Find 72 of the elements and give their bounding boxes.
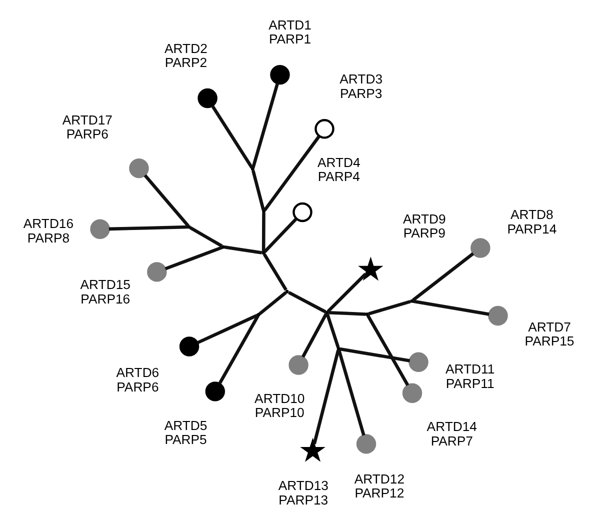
node-point bbox=[186, 224, 190, 228]
node-cross bbox=[358, 256, 383, 280]
connector bbox=[261, 212, 265, 252]
connector bbox=[312, 349, 340, 444]
node-circle bbox=[288, 354, 308, 374]
connector bbox=[218, 314, 259, 384]
node-point bbox=[410, 298, 414, 302]
node-point bbox=[336, 346, 340, 350]
node-label: ARTD5 PARP5 bbox=[164, 417, 207, 447]
node-circle bbox=[178, 336, 199, 356]
connector bbox=[258, 290, 286, 315]
connector bbox=[339, 346, 410, 362]
connector bbox=[224, 245, 262, 254]
connector bbox=[108, 224, 188, 230]
node-label: ARTD12 PARP12 bbox=[354, 470, 404, 500]
node-circle bbox=[204, 381, 224, 401]
node-point bbox=[284, 289, 288, 293]
node-point bbox=[221, 244, 225, 248]
node-label: ARTD16 PARP8 bbox=[22, 216, 74, 245]
connector bbox=[412, 299, 489, 316]
connector bbox=[336, 349, 365, 436]
connector bbox=[143, 174, 189, 227]
node-circle bbox=[270, 64, 290, 84]
node-circle bbox=[408, 352, 428, 372]
connector bbox=[188, 226, 222, 248]
node-cross bbox=[300, 437, 325, 462]
node-point bbox=[324, 310, 328, 314]
connector bbox=[164, 245, 222, 270]
node-label: ARTD14 PARP7 bbox=[426, 418, 476, 448]
node-circle bbox=[128, 158, 148, 178]
connector bbox=[411, 252, 474, 301]
node-label: ARTD15 PARP16 bbox=[80, 276, 130, 306]
connector bbox=[210, 104, 253, 168]
connector bbox=[251, 170, 264, 210]
node-label: ARTD7 PARP15 bbox=[524, 318, 574, 348]
node-label: ARTD3 PARP3 bbox=[339, 71, 382, 100]
node-label: ARTD8 PARP14 bbox=[506, 206, 556, 236]
connector bbox=[262, 217, 297, 253]
node-label: ARTD1 PARP1 bbox=[268, 16, 311, 46]
node-label: ARTD11 PARP11 bbox=[445, 361, 494, 390]
connector bbox=[326, 272, 366, 312]
connector bbox=[262, 252, 287, 290]
node-circle bbox=[402, 382, 422, 402]
node-label: ARTD10 PARP10 bbox=[254, 390, 304, 420]
connector bbox=[325, 313, 340, 348]
node-point bbox=[250, 166, 254, 170]
connector bbox=[368, 299, 410, 315]
node-point bbox=[256, 312, 260, 316]
node-label: ARTD9 PARP9 bbox=[402, 210, 446, 240]
node-label: ARTD17 PARP6 bbox=[62, 112, 112, 142]
node-point bbox=[262, 209, 265, 213]
connector bbox=[196, 313, 258, 344]
node-circle bbox=[146, 262, 166, 282]
connector bbox=[288, 290, 326, 313]
connector bbox=[328, 310, 366, 316]
node-circle bbox=[488, 305, 508, 326]
node-circle bbox=[356, 434, 376, 454]
connector bbox=[300, 312, 328, 358]
node-point bbox=[364, 312, 368, 316]
node-circle bbox=[197, 88, 217, 108]
node-circle bbox=[314, 118, 334, 138]
node-circle bbox=[90, 218, 110, 239]
connector bbox=[262, 134, 320, 211]
connector bbox=[251, 82, 279, 168]
node-circle bbox=[470, 238, 490, 258]
node-label: ARTD2 PARP2 bbox=[164, 40, 207, 70]
connector bbox=[366, 314, 409, 386]
node-label: ARTD13 PARP13 bbox=[278, 478, 328, 507]
node-label: ARTD4 PARP4 bbox=[316, 154, 360, 184]
node-label: ARTD6 PARP6 bbox=[116, 364, 159, 394]
node-circle bbox=[292, 202, 312, 222]
node-point bbox=[261, 250, 265, 254]
